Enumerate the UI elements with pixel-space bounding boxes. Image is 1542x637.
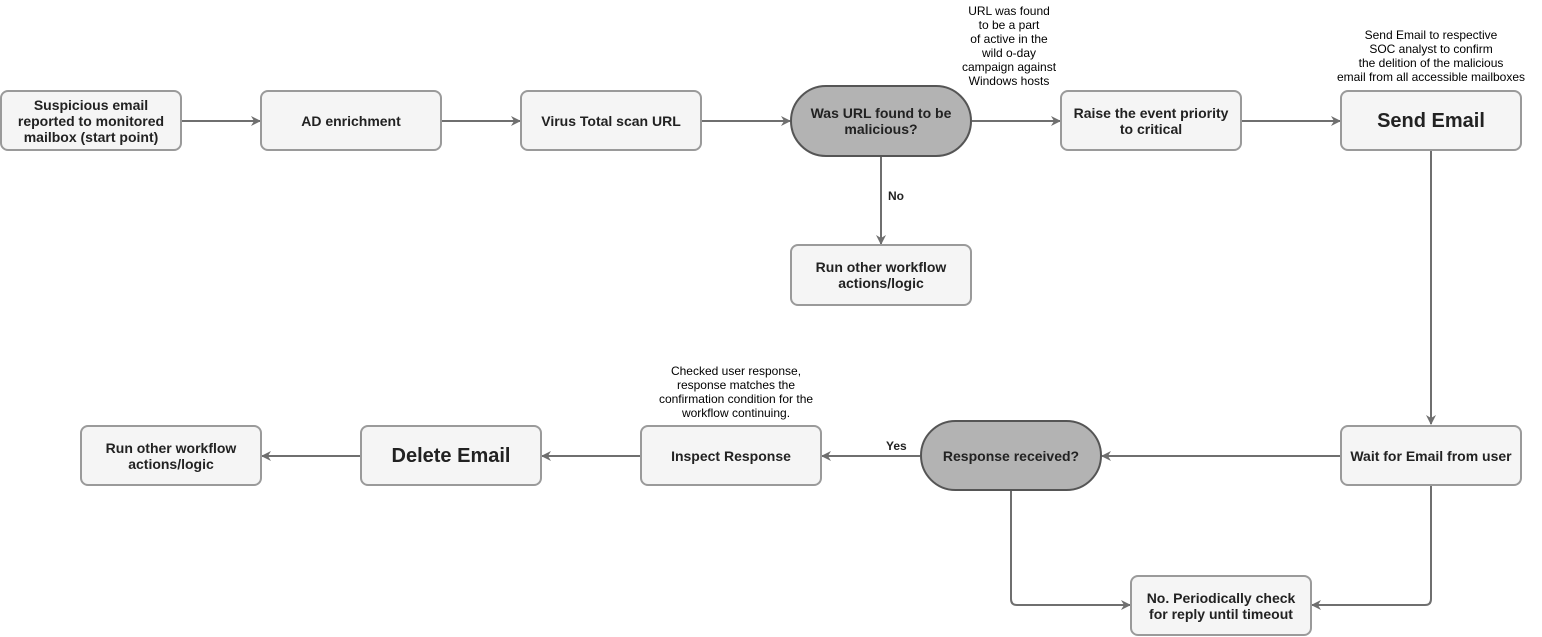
edge-label-yes: Yes bbox=[886, 439, 907, 453]
ad-enrichment-node: AD enrichment bbox=[260, 90, 442, 151]
run-other-workflow-bottom-node: Run other workflow actions/logic bbox=[80, 425, 262, 486]
url-malicious-decision: Was URL found to be malicious? bbox=[790, 85, 972, 157]
edge-label-no: No bbox=[888, 189, 904, 203]
virus-total-node: Virus Total scan URL bbox=[520, 90, 702, 151]
response-received-decision: Response received? bbox=[920, 420, 1102, 491]
url-found-note: URL was found to be a part of active in … bbox=[961, 4, 1057, 88]
delete-email-node: Delete Email bbox=[360, 425, 542, 486]
wait-email-node: Wait for Email from user bbox=[1340, 425, 1522, 486]
checked-response-note: Checked user response, response matches … bbox=[658, 364, 814, 420]
arrow-response-to-check bbox=[1010, 491, 1131, 610]
run-other-workflow-top-node: Run other workflow actions/logic bbox=[790, 244, 972, 306]
periodic-check-node: No. Periodically check for reply until t… bbox=[1130, 575, 1312, 636]
send-email-node: Send Email bbox=[1340, 90, 1522, 151]
arrow-wait-to-check bbox=[1311, 486, 1432, 610]
send-email-note: Send Email to respective SOC analyst to … bbox=[1336, 28, 1526, 84]
inspect-response-node: Inspect Response bbox=[640, 425, 822, 486]
suspicious-email-node: Suspicious email reported to monitored m… bbox=[0, 90, 182, 151]
raise-priority-node: Raise the event priority to critical bbox=[1060, 90, 1242, 151]
